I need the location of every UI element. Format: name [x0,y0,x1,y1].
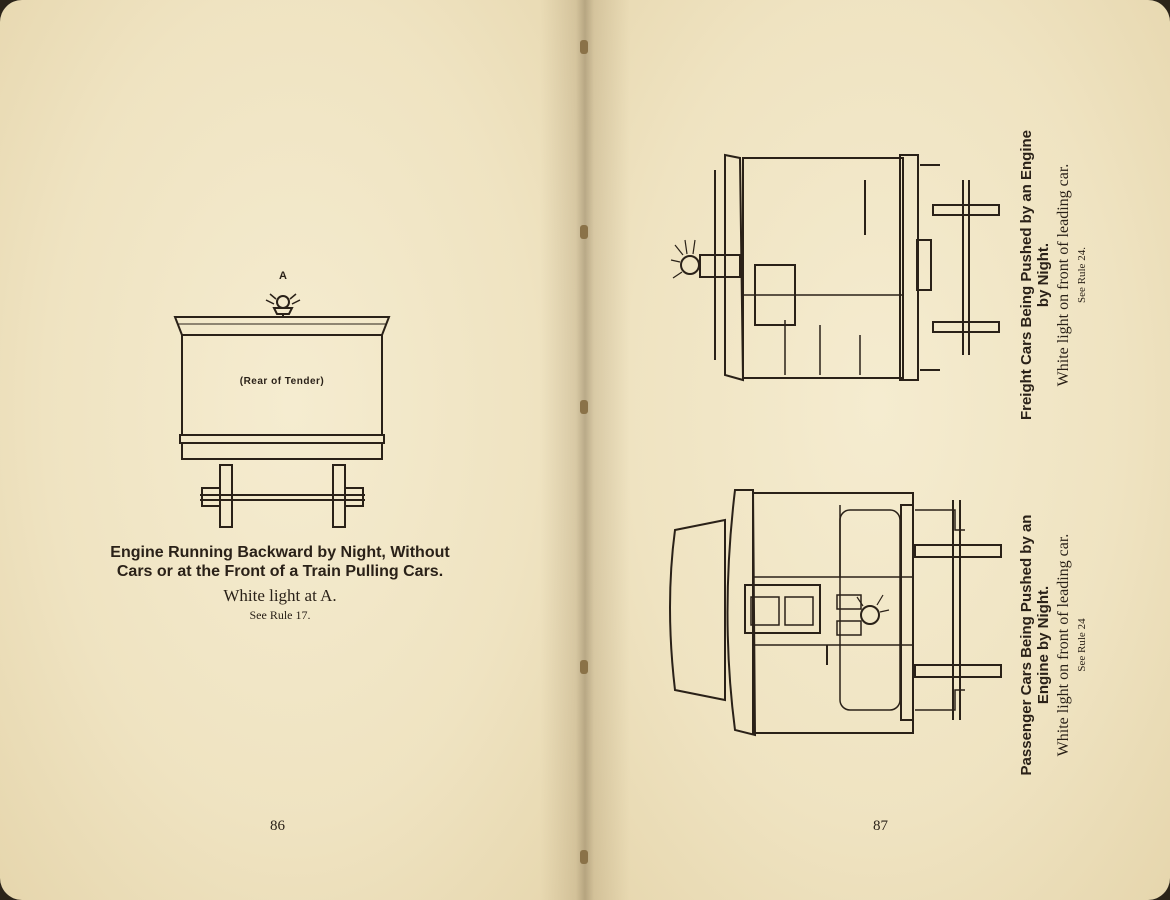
freight-title-line2: by Night. [1035,242,1052,308]
tender-illustration [173,293,391,528]
freight-sub: White light on front of leading car. [1055,163,1072,387]
binding-stitch [580,660,588,674]
freight-title-line1: Freight Cars Being Pushed by an Engine [1018,129,1035,421]
binding-stitch [580,850,588,864]
freight-car-illustration [670,153,1000,382]
passenger-caption: Passenger Cars Being Pushed by an Engine… [1018,475,1089,815]
left-caption-sub: White light at A. [223,586,337,605]
page-number-left: 86 [270,818,285,834]
freight-caption: Freight Cars Being Pushed by an Engine b… [1018,105,1089,445]
binding-stitch [580,400,588,414]
tender-label: (Rear of Tender) [239,376,325,387]
lamp-label: A [279,270,287,282]
freight-rule: See Rule 24. [1076,247,1088,303]
binding-stitch [580,40,588,54]
passenger-title-line2: Engine by Night. [1035,585,1052,705]
left-caption-line1: Engine Running Backward by Night, Withou… [110,544,450,561]
passenger-title-line1: Passenger Cars Being Pushed by an [1018,514,1035,776]
left-page [0,0,583,900]
passenger-sub: White light on front of leading car. [1055,533,1072,757]
left-caption-line2: Cars or at the Front of a Train Pulling … [116,563,444,580]
right-page [583,0,1170,900]
left-caption-rule: See Rule 17. [249,608,311,622]
left-caption-title: Engine Running Backward by Night, Withou… [60,543,500,581]
binding-stitch [580,225,588,239]
passenger-car-illustration [669,489,1002,737]
passenger-rule: See Rule 24 [1076,618,1088,672]
page-number-right: 87 [873,818,888,834]
